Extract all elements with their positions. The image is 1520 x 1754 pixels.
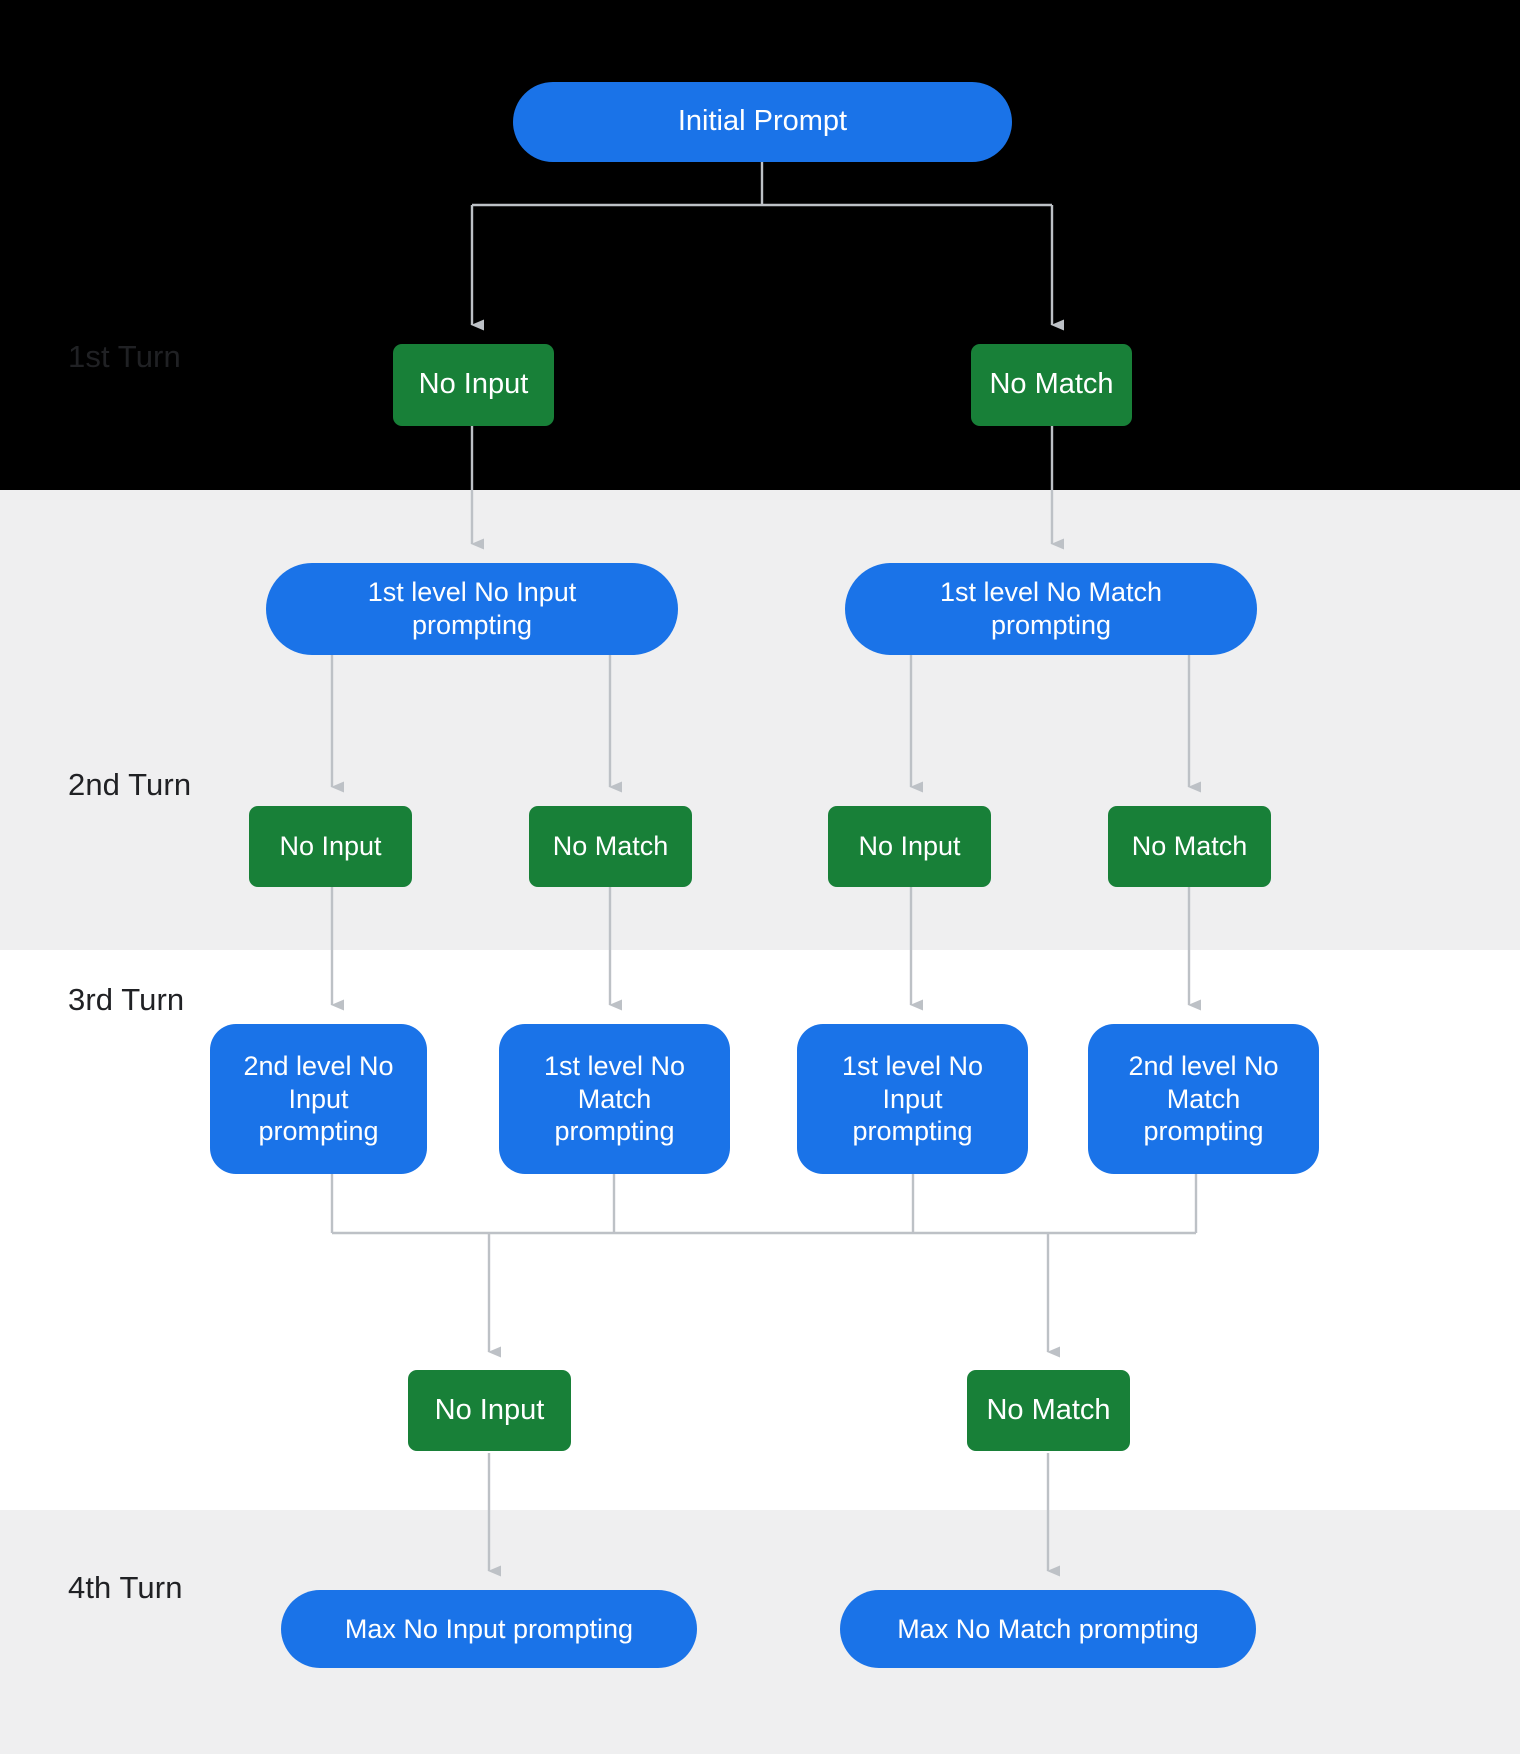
node-t1-no-input[interactable]: No Input xyxy=(393,344,554,426)
node-t3-2nd-no-match[interactable]: 2nd level No Match prompting xyxy=(1088,1024,1319,1174)
node-t2-no-input-a[interactable]: No Input xyxy=(249,806,412,887)
turn-label-3rd: 3rd Turn xyxy=(68,982,185,1017)
node-t2-no-match-prompt[interactable]: 1st level No Match prompting xyxy=(845,563,1257,655)
node-t2-no-match-b[interactable]: No Match xyxy=(1108,806,1271,887)
node-t2-no-input-b[interactable]: No Input xyxy=(828,806,991,887)
node-t3-1st-no-input[interactable]: 1st level No Input prompting xyxy=(797,1024,1028,1174)
node-initial-prompt[interactable]: Initial Prompt xyxy=(513,82,1012,162)
node-t3-no-match[interactable]: No Match xyxy=(967,1370,1130,1451)
node-t4-max-no-match[interactable]: Max No Match prompting xyxy=(840,1590,1256,1668)
node-t2-no-input-prompt[interactable]: 1st level No Input prompting xyxy=(266,563,678,655)
node-t2-no-match-a[interactable]: No Match xyxy=(529,806,692,887)
node-t1-no-match[interactable]: No Match xyxy=(971,344,1132,426)
turn-label-4th: 4th Turn xyxy=(68,1570,183,1605)
node-t3-2nd-no-input[interactable]: 2nd level No Input prompting xyxy=(210,1024,427,1174)
band-4th-turn xyxy=(0,1510,1520,1754)
node-t4-max-no-input[interactable]: Max No Input prompting xyxy=(281,1590,697,1668)
band-2nd-turn xyxy=(0,490,1520,950)
turn-label-1st: 1st Turn xyxy=(68,339,181,374)
band-1st-turn xyxy=(0,0,1520,490)
node-t3-1st-no-match[interactable]: 1st level No Match prompting xyxy=(499,1024,730,1174)
node-t3-no-input[interactable]: No Input xyxy=(408,1370,571,1451)
turn-label-2nd: 2nd Turn xyxy=(68,767,192,802)
